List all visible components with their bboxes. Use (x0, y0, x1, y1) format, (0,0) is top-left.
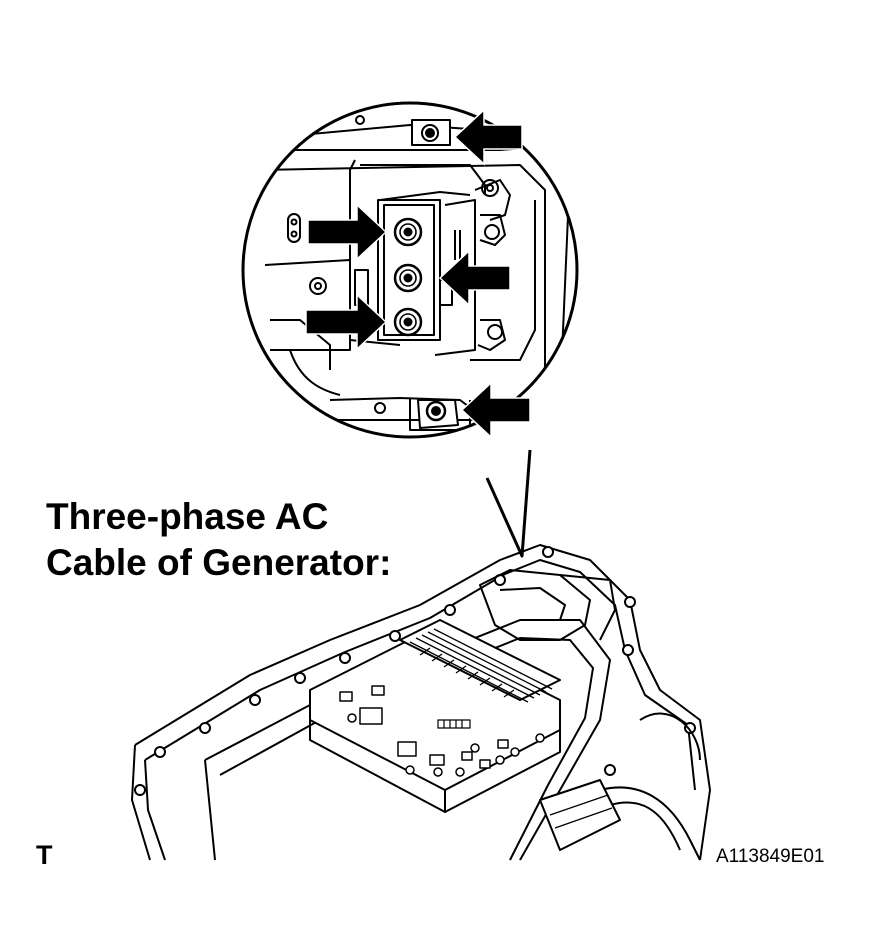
arrow-phase-terminal-bolt-1 (307, 203, 388, 261)
arrow-bracket-bolt-bottom (460, 381, 531, 439)
arrow-phase-terminal-bolt-3 (305, 293, 388, 351)
caption-line-2: Cable of Generator: (46, 542, 392, 583)
corner-mark: T (36, 840, 53, 870)
callout-circle-border (241, 101, 579, 439)
arrow-phase-terminal-bolt-2 (438, 249, 511, 307)
component-caption: Three-phase AC Cable of Generator: (46, 494, 391, 586)
terminal-block-detail (250, 115, 576, 437)
arrow-bracket-bolt-top (453, 108, 523, 166)
figure-code: A113849E01 (716, 846, 825, 867)
magnified-callout (241, 101, 579, 558)
inverter-assembly (131, 544, 711, 861)
caption-line-1: Three-phase AC (46, 496, 329, 537)
